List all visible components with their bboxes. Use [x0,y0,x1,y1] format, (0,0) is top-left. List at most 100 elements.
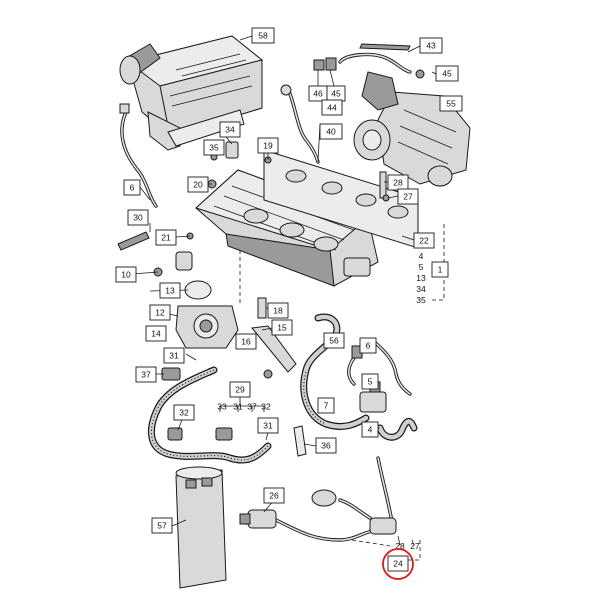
hose-4 [376,418,418,441]
callout-18: 18 [267,302,289,319]
callout-1: 1 [431,261,449,278]
callout-1-label: 1 [438,265,443,275]
callout-45-left-label: 45 [331,89,341,99]
callout-19: 19 [257,137,279,154]
vacuum-line-40 [280,84,320,164]
callout-29-label: 29 [235,385,245,395]
callout-stack-4-35: 4 5 13 34 35 [416,251,426,305]
callout-57-label: 57 [157,521,167,531]
callout-45-right-label: 45 [442,69,452,79]
callout-6-right: 6 [359,337,377,354]
callout-46-label: 46 [313,89,323,99]
callout-44: 44 [321,99,343,116]
callout-12-label: 12 [155,308,165,318]
callout-5: 5 [361,373,379,390]
callout-26: 26 [263,487,285,504]
callout-40: 40 [319,123,343,140]
callout-22-label: 22 [419,236,429,246]
breather-hose-6 [119,103,158,208]
callout-14-label: 14 [151,329,161,339]
callout-4: 4 [361,421,379,438]
hose-56 [347,345,363,386]
callout-37-left: 37 [135,366,157,383]
callout-31-left-label: 31 [169,351,179,361]
callout-15-label: 15 [277,323,287,333]
callout-18-label: 18 [273,306,283,316]
callout-55: 55 [439,95,463,112]
callout-21: 21 [155,229,177,246]
callout-13: 13 [159,282,181,299]
breather-hose-6-right [370,338,412,396]
callout-35-right-label: 35 [416,295,426,305]
callout-43-label: 43 [426,41,436,51]
vacuum-hose-7 [300,313,370,430]
callout-6-right-label: 6 [366,341,371,351]
callout-33-label: 33 [217,402,227,412]
callout-22: 22 [413,232,435,249]
callout-28-top: 28 [387,174,409,191]
callout-46: 46 [308,85,328,102]
callout-58-label: 58 [258,31,268,41]
heat-shield-strip [359,43,411,51]
vacuum-hose-top [313,52,412,74]
callout-45-left: 45 [326,85,346,102]
callout-21-label: 21 [161,233,171,243]
callout-36-label: 36 [321,441,331,451]
callout-55-label: 55 [446,99,456,109]
callout-5-label: 5 [419,262,424,272]
air-filter-housing [119,35,264,151]
callout-13-right-label: 13 [416,273,426,283]
callout-37-mid-label: 37 [247,402,257,412]
callout-34-right-label: 34 [416,284,426,294]
callout-26-label: 26 [269,491,279,501]
support-bracket [251,325,297,373]
callout-44-label: 44 [327,103,337,113]
callout-32-mid-label: 32 [261,402,271,412]
pipe-36 [293,425,307,457]
callout-10-label: 10 [121,270,131,280]
callout-43: 43 [419,37,443,54]
callout-4-label: 4 [419,251,424,261]
callout-27-bottom-label: 27 [410,541,420,551]
callout-36: 36 [315,437,337,454]
callout-group-29: 33 31 37 32 [217,402,271,412]
callout-5-box-label: 5 [368,377,373,387]
callout-29: 29 [229,381,251,398]
callout-32-left: 32 [173,404,195,421]
callout-27-top: 27 [397,188,419,205]
throttle-body [175,251,239,349]
callout-19-label: 19 [263,141,273,151]
callout-10: 10 [115,266,137,283]
callout-6-top-label: 6 [130,183,135,193]
callout-13-label: 13 [165,286,175,296]
highlight-ring [382,548,414,580]
callout-35-top-label: 35 [209,143,219,153]
callout-16: 16 [235,333,257,350]
callout-4-box-label: 4 [368,425,373,435]
callout-16-label: 16 [241,337,251,347]
callout-28-top-label: 28 [393,178,403,188]
callout-58: 58 [251,27,275,44]
callout-34-top: 34 [219,121,241,138]
callout-30-label: 30 [133,213,143,223]
connector-pipe-30 [117,231,150,251]
callout-28-27-bottom: 28 27 [395,541,420,551]
callout-37-left-label: 37 [141,370,151,380]
charcoal-canister [175,466,227,589]
callout-6-top: 6 [123,179,141,196]
callout-27-top-label: 27 [403,192,413,202]
corrugated-hose-left [147,366,272,464]
callout-24-label: 24 [393,559,403,569]
callout-28-bottom-label: 28 [395,541,405,551]
callout-31-right-label: 31 [263,421,273,431]
callout-45-right: 45 [435,65,459,82]
callout-7-label: 7 [324,401,329,411]
callout-57: 57 [151,517,173,534]
callout-24-highlighted[interactable]: 24 [382,548,414,580]
callout-30: 30 [127,209,149,226]
turbocharger [353,71,471,187]
callout-34-top-label: 34 [225,125,235,135]
callout-56: 56 [323,332,345,349]
callout-31-mid-label: 31 [233,402,243,412]
